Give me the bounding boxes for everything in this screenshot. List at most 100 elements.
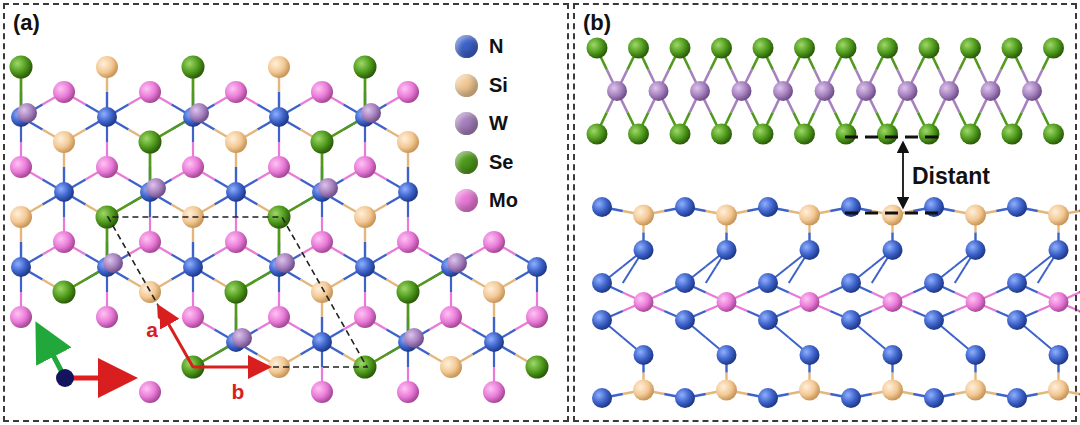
atom [354, 306, 376, 328]
atom [53, 131, 75, 153]
atom [1049, 292, 1069, 312]
atom [96, 56, 118, 78]
atom [1049, 240, 1069, 260]
axes-icon [40, 330, 128, 387]
atom [526, 356, 548, 378]
bond [1079, 394, 1080, 398]
atom [103, 253, 123, 273]
atom [484, 332, 504, 352]
legend-label: Si [489, 74, 508, 97]
atom [592, 273, 612, 293]
atom [1007, 388, 1027, 408]
atom [1022, 81, 1042, 101]
legend-entry: Si [455, 74, 508, 97]
atom [447, 253, 467, 273]
atom [1002, 38, 1023, 59]
atom [1007, 273, 1027, 293]
panel-label: (b) [583, 10, 611, 36]
atom [53, 281, 76, 304]
atom [773, 81, 793, 101]
atom [440, 356, 462, 378]
atom [634, 240, 654, 260]
atom [882, 205, 903, 226]
atom [182, 156, 204, 178]
atom [355, 257, 375, 277]
atom [628, 124, 649, 145]
atom [404, 328, 424, 348]
atom [17, 103, 37, 123]
unit-cell-outline [108, 217, 367, 367]
atom [965, 205, 986, 226]
atom [275, 253, 295, 273]
legend-swatch [455, 189, 478, 212]
atom [225, 281, 248, 304]
atom [397, 131, 419, 153]
atom [354, 206, 376, 228]
atom [877, 124, 898, 145]
atom [318, 178, 338, 198]
unit-cell [108, 217, 367, 367]
atom [182, 56, 205, 79]
bond [706, 267, 716, 284]
atom [965, 380, 986, 401]
atom [397, 231, 419, 253]
legend-label: N [489, 35, 503, 58]
bond [1079, 283, 1080, 293]
atom [225, 281, 247, 303]
atom [225, 231, 247, 253]
atom [1007, 310, 1027, 330]
atom [592, 197, 612, 217]
atom [311, 131, 334, 154]
atom [924, 310, 944, 330]
atom [354, 56, 376, 78]
atom [10, 156, 32, 178]
atom [981, 81, 1001, 101]
atom [1007, 197, 1027, 217]
atom [311, 381, 333, 403]
atom [397, 281, 419, 303]
bond [955, 267, 965, 284]
atom [526, 306, 548, 328]
atom [587, 124, 608, 145]
atom [628, 38, 649, 59]
atom [139, 131, 162, 154]
atom [183, 257, 203, 277]
atom [397, 281, 420, 304]
atom [311, 231, 333, 253]
atom [675, 197, 695, 217]
panel-frame: (a) [3, 3, 569, 422]
legend-swatch [455, 112, 478, 135]
bond [1038, 267, 1048, 284]
atom [592, 388, 612, 408]
atom [268, 156, 290, 178]
atom [526, 356, 549, 379]
atom [398, 182, 418, 202]
distance-guide [845, 212, 945, 215]
panel-label: (a) [13, 10, 40, 36]
vector-label: b [230, 380, 247, 403]
atom [966, 292, 986, 312]
legend-entry: N [455, 35, 503, 58]
atom [898, 81, 918, 101]
atom [882, 380, 903, 401]
vector-label: a [144, 318, 160, 341]
bond [789, 267, 799, 284]
atom [1043, 38, 1064, 59]
bond [1079, 311, 1080, 320]
atom [711, 38, 732, 59]
atom [794, 38, 815, 59]
atom [587, 38, 608, 59]
atom [10, 306, 32, 328]
atom [232, 328, 252, 348]
atom [675, 273, 695, 293]
atom [800, 292, 820, 312]
atom [311, 81, 333, 103]
legend-label: Se [489, 151, 513, 174]
atom [836, 124, 857, 145]
atom [53, 81, 75, 103]
atom [919, 124, 940, 145]
atom [1049, 345, 1069, 365]
atom [268, 206, 290, 228]
atom [924, 388, 944, 408]
